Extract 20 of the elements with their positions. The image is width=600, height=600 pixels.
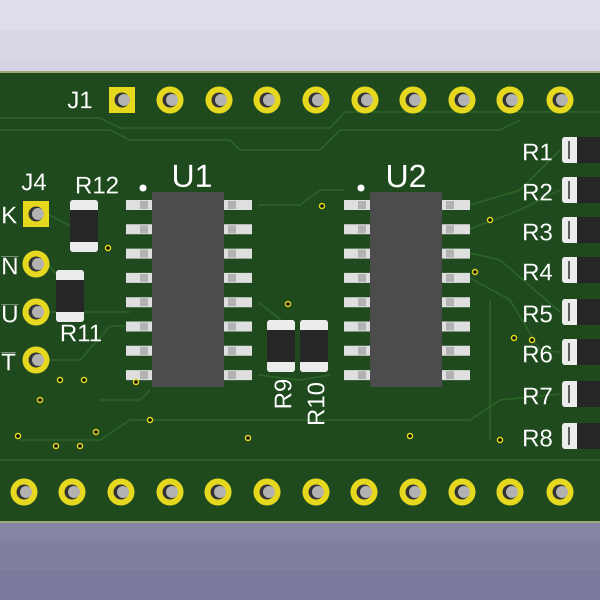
silkscreen-label: R1 <box>524 144 552 160</box>
silkscreen-label: R6 <box>524 346 552 362</box>
silkscreen-label: J1 <box>68 92 92 108</box>
silkscreen-label: R2 <box>524 184 552 200</box>
silkscreen-label: T <box>1 352 16 370</box>
silkscreen-label: U2 <box>388 164 425 188</box>
silkscreen-label: R10 <box>308 382 324 424</box>
silkscreen-label: J4 <box>22 174 46 190</box>
silkscreen-label: R8 <box>524 430 552 446</box>
silkscreen-label: K <box>3 206 17 224</box>
silkscreen-label: R4 <box>524 264 552 280</box>
silkscreen-label: U <box>1 304 19 322</box>
silkscreen-label: N <box>1 256 19 274</box>
silkscreen-label: R12 <box>76 176 118 194</box>
silkscreen-label: R5 <box>524 306 552 322</box>
silkscreen-label: R11 <box>62 324 101 342</box>
silkscreen-label: R7 <box>524 388 552 404</box>
silkscreen-label: R3 <box>524 224 552 240</box>
silkscreen-label: U1 <box>174 164 211 188</box>
silkscreen-label: R9 <box>274 380 292 408</box>
